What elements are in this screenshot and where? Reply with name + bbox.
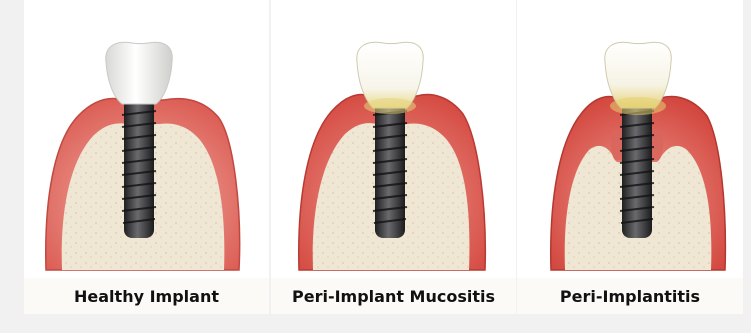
implantitis-illustration (517, 0, 743, 280)
panel-healthy-implant: Healthy Implant (24, 0, 269, 313)
crown (106, 42, 172, 104)
panel-peri-implant-mucositis: Peri-Implant Mucositis (271, 0, 516, 313)
healthy-implant-illustration (24, 0, 269, 280)
panel-peri-implantitis: Peri-Implantitis (517, 0, 743, 313)
implant-screw (373, 100, 407, 238)
implant-screw (122, 98, 156, 238)
caption-healthy-implant: Healthy Implant (24, 278, 269, 314)
caption-peri-implant-mucositis: Peri-Implant Mucositis (271, 278, 516, 314)
implant-screw (620, 100, 654, 238)
inflammation-zone (364, 98, 416, 114)
mucositis-illustration (271, 0, 516, 280)
inflammation-zone (610, 97, 666, 115)
caption-peri-implantitis: Peri-Implantitis (517, 278, 743, 314)
